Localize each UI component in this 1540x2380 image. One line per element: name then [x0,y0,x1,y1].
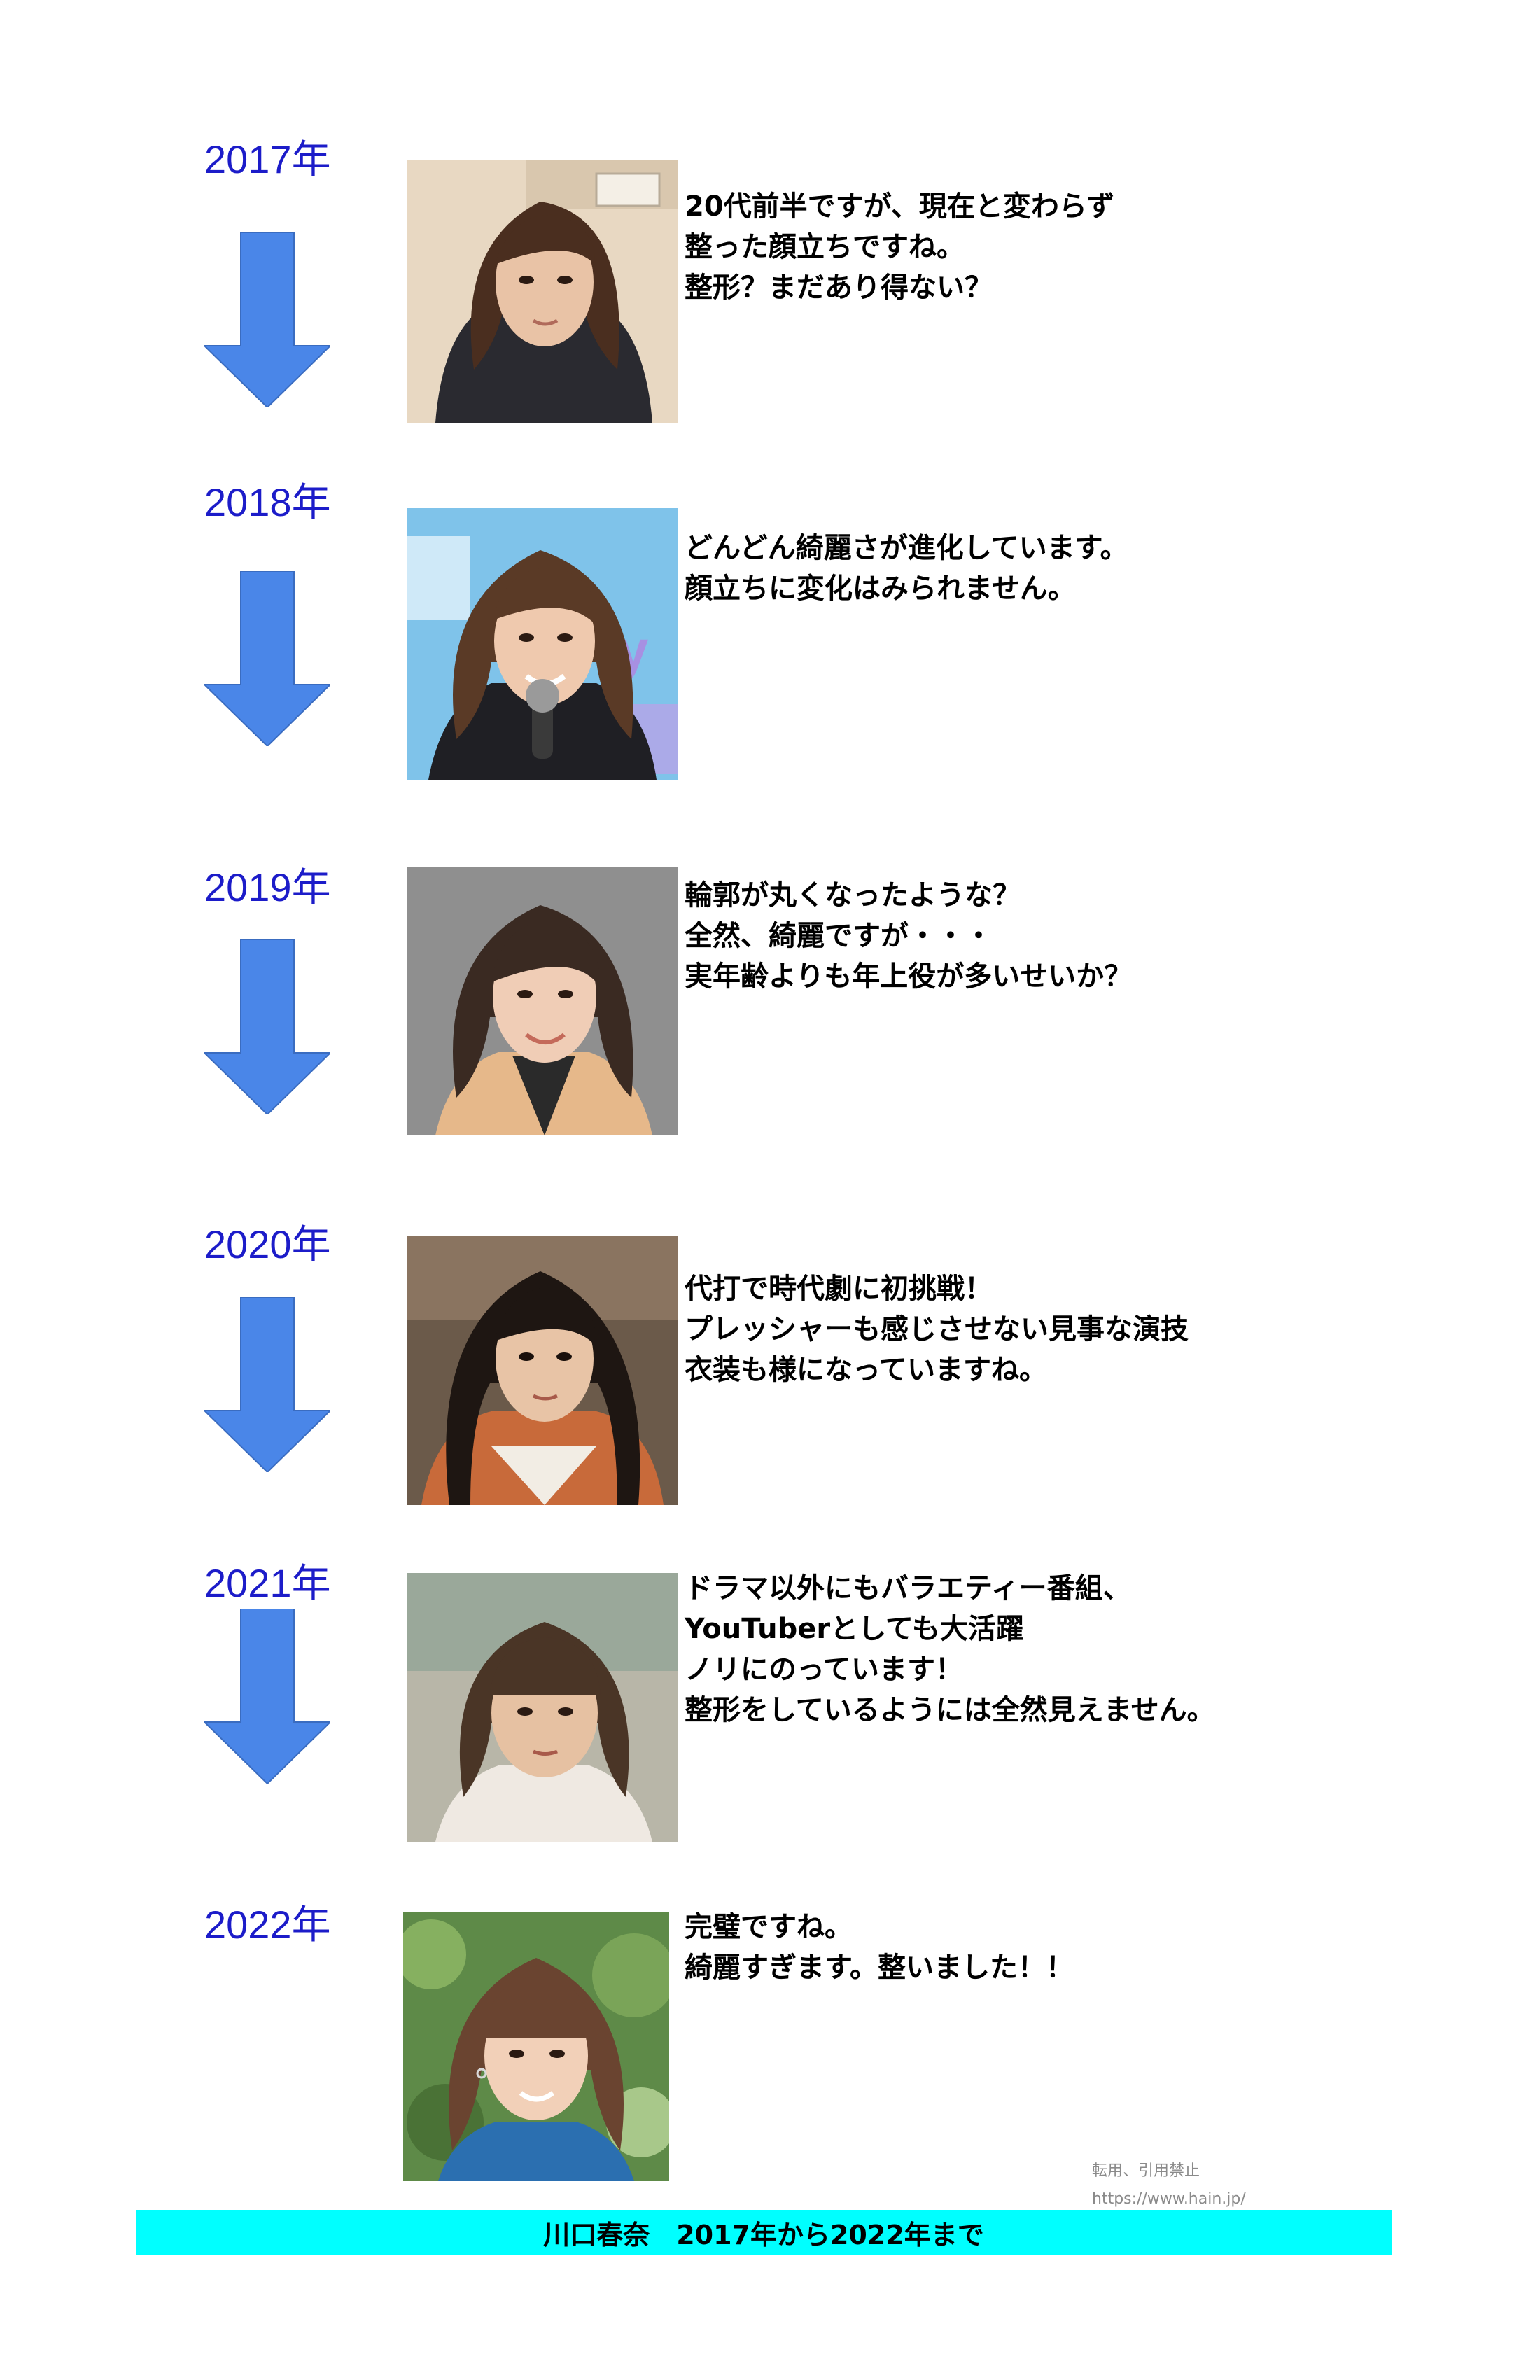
caption-line: ノリにのっています！ [685,1653,963,1686]
watermark: 転用、引用禁止 https://www.hain.jp/ [1092,2157,1246,2213]
caption-2020: 代打で時代劇に初挑戦！ プレッシャーも感じさせない見事な演技 衣装も様になってい… [685,1268,1189,1390]
caption-line: 完璧ですね。 [685,1911,853,1943]
caption-line: 全然、綺麗ですが・・・ [685,920,993,952]
caption-line: 輪郭が丸くなったような？ [685,879,1021,911]
caption-line: 衣装も様になっていますね。 [685,1354,1047,1386]
down-arrow-icon [204,232,330,407]
caption-line: 実年齢よりも年上役が多いせいか？ [685,960,1133,993]
caption-line: プレッシャーも感じさせない見事な演技 [685,1313,1189,1345]
year-label-2021: 2021年 [204,1561,331,1605]
down-arrow-icon [204,1297,330,1472]
caption-2017: 20代前半ですが、現在と変わらず 整った顔立ちですね。 整形？まだあり得ない？ [685,186,1114,308]
caption-line: YouTuberとしても大活躍 [685,1613,1024,1645]
down-arrow-icon [204,571,330,746]
caption-line: ドラマ以外にもバラエティー番組、 [685,1572,1131,1604]
watermark-notice: 転用、引用禁止 [1092,2162,1200,2180]
caption-2018: どんどん綺麗さが進化しています。 顔立ちに変化はみられません。 [685,528,1128,609]
caption-line: 顔立ちに変化はみられません。 [685,573,1076,605]
year-label-2022: 2022年 [204,1903,331,1947]
year-label-2018: 2018年 [204,480,331,524]
footer-title-bar: 川口春奈 2017年から2022年まで [136,2210,1392,2255]
watermark-url: https://www.hain.jp/ [1092,2190,1246,2208]
year-label-2019: 2019年 [204,865,331,909]
caption-line: 整った顔立ちですね。 [685,231,965,263]
down-arrow-icon [204,939,330,1114]
caption-line: 代打で時代劇に初挑戦！ [685,1273,993,1305]
caption-2021: ドラマ以外にもバラエティー番組、 YouTuberとしても大活躍 ノリにのってい… [685,1568,1215,1730]
year-label-2017: 2017年 [204,137,331,181]
portrait-photo-2017 [407,160,678,423]
portrait-photo-2019 [407,867,678,1135]
caption-2022: 完璧ですね。 綺麗すぎます。整いました！！ [685,1907,1074,1988]
caption-2019: 輪郭が丸くなったような？ 全然、綺麗ですが・・・ 実年齢よりも年上役が多いせいか… [685,875,1132,997]
year-label-2020: 2020年 [204,1222,331,1266]
portrait-photo-2018: y [407,508,678,780]
caption-line: どんどん綺麗さが進化しています。 [685,532,1128,564]
portrait-photo-2021 [407,1573,678,1842]
footer-title: 川口春奈 2017年から2022年まで [543,2219,984,2250]
portrait-photo-2020 [407,1236,678,1505]
caption-line: 整形？まだあり得ない？ [685,272,993,304]
caption-line: 20代前半ですが、現在と変わらず [685,190,1115,223]
portrait-photo-2022 [403,1912,669,2181]
down-arrow-icon [204,1609,330,1784]
caption-line: 綺麗すぎます。整いました！！ [685,1952,1074,1984]
caption-line: 整形をしているようには全然見えません。 [685,1694,1215,1726]
